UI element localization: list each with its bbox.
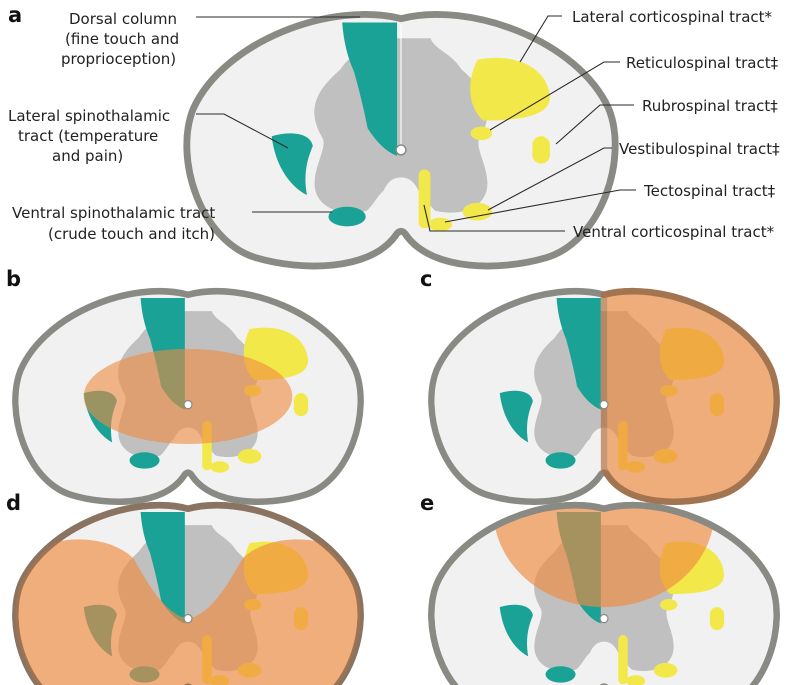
leader-ventral-corticospinal (423, 204, 565, 232)
panel-d (14, 505, 362, 685)
label-ventral-spinothalamic: Ventral spinothalamic tract (12, 204, 215, 222)
lesion-central (83, 348, 293, 444)
ventral-corticospinal-tract (418, 169, 431, 229)
label-vestibulospinal: Vestibulospinal tract‡ (619, 140, 780, 158)
label-ventral-corticospinal: Ventral corticospinal tract* (573, 223, 775, 241)
label-lateral-corticospinal: Lateral corticospinal tract* (572, 8, 773, 26)
leader-reticulospinal (489, 61, 620, 131)
panel-label-b: b (6, 267, 21, 291)
panel-c (431, 291, 776, 502)
panel-a (187, 14, 615, 266)
label-dorsal-column-3: proprioception) (61, 50, 176, 68)
leader-lateral-corticospinal (519, 15, 562, 63)
label-tectospinal: Tectospinal tract‡ (643, 182, 776, 200)
ventral-spinothalamic-tract (328, 206, 366, 227)
leader-lateral-spinothalamic (196, 113, 289, 149)
panel-label-c: c (420, 267, 432, 291)
central-canal (395, 144, 407, 156)
label-rubrospinal: Rubrospinal tract‡ (642, 97, 778, 115)
panel-label-a: a (8, 3, 22, 27)
panel-label-d: d (6, 491, 21, 515)
reticulospinal-tract (470, 126, 493, 141)
leader-tectospinal (444, 189, 636, 223)
vestibulospinal-tract (462, 202, 493, 221)
lesion-right-hemisection (600, 288, 780, 505)
leader-rubrospinal (555, 104, 634, 145)
label-dorsal-column-2: (fine touch and (65, 30, 179, 48)
label-lateral-spinothalamic-2: tract (temperature (18, 127, 158, 145)
label-ventral-spinothalamic-2: (crude touch and itch) (48, 225, 215, 243)
rubrospinal-tract (532, 136, 550, 164)
label-dorsal-column: Dorsal column (69, 10, 177, 28)
panel-b (15, 291, 360, 502)
panel-e (431, 414, 776, 685)
tectospinal-tract (428, 217, 452, 232)
label-lateral-spinothalamic-3: and pain) (52, 147, 123, 165)
label-lateral-spinothalamic: Lateral spinothalamic (8, 107, 170, 125)
label-reticulospinal: Reticulospinal tract‡ (626, 54, 779, 72)
lateral-spinothalamic-tract (271, 133, 313, 196)
panel-label-e: e (420, 491, 434, 515)
leader-vestibulospinal (487, 147, 612, 211)
lateral-corticospinal-tract (470, 57, 550, 121)
lesion-anterior-cord (15, 539, 361, 685)
